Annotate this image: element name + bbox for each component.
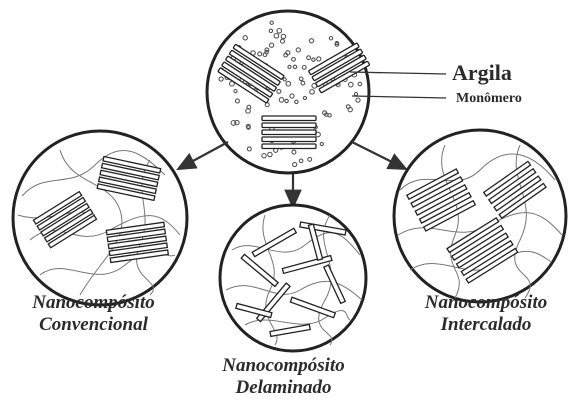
circle-conventional [13,131,187,305]
arrow-to-conventional [180,142,228,168]
caption-conventional: Nanocompósito Convencional [6,292,181,336]
circle-intercalated [394,130,566,302]
caption-delaminated-line2: Delaminado [196,377,371,399]
circle-delaminated [220,205,366,351]
caption-intercalated: Nanocompósito Intercalado [396,292,576,336]
caption-delaminated: Nanocompósito Delaminado [196,355,371,399]
clay-stack-bottom [262,116,316,149]
legend-monomer-label: Monômero [456,91,522,107]
caption-intercalated-line2: Intercalado [396,314,576,336]
legend-clay-label: Argila [452,60,512,86]
caption-conventional-line2: Convencional [6,314,181,336]
arrow-to-intercalated [352,142,404,168]
top-circle-clay-monomer [207,11,370,173]
caption-intercalated-line1: Nanocompósito [396,292,576,314]
caption-delaminated-line1: Nanocompósito [196,355,371,377]
caption-conventional-line1: Nanocompósito [6,292,181,314]
